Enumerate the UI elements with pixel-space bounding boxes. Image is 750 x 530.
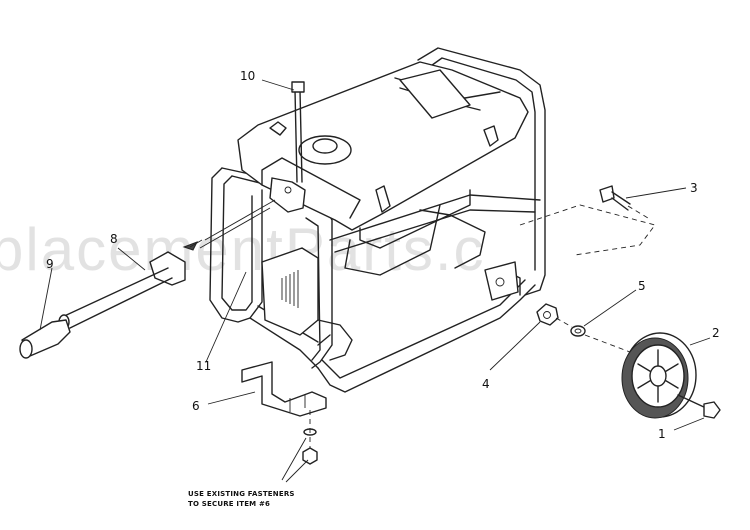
wheel-assembly [519,185,721,419]
callout-3: 3 [690,181,698,195]
callout-labels: 10 3 8 9 5 2 11 4 6 1 [46,69,720,441]
callout-10: 10 [240,69,255,83]
callout-4: 4 [482,377,490,391]
leader-lines [39,79,711,483]
note-line-2: TO SECURE ITEM #6 [188,500,270,508]
callout-5: 5 [638,279,646,293]
callout-2: 2 [712,326,720,340]
callout-1: 1 [658,427,666,441]
callout-9: 9 [46,257,54,271]
callout-11: 11 [196,359,211,373]
watermark: placementParts.c [0,216,486,283]
engine-tank [237,61,529,276]
handle-bracket [199,81,306,249]
callout-8: 8 [110,232,118,246]
note-line-1: USE EXISTING FASTENERS [188,490,295,498]
callout-6: 6 [192,399,200,413]
handle-assembly [19,239,203,359]
control-panel [261,247,353,361]
leg-bracket [241,361,327,465]
